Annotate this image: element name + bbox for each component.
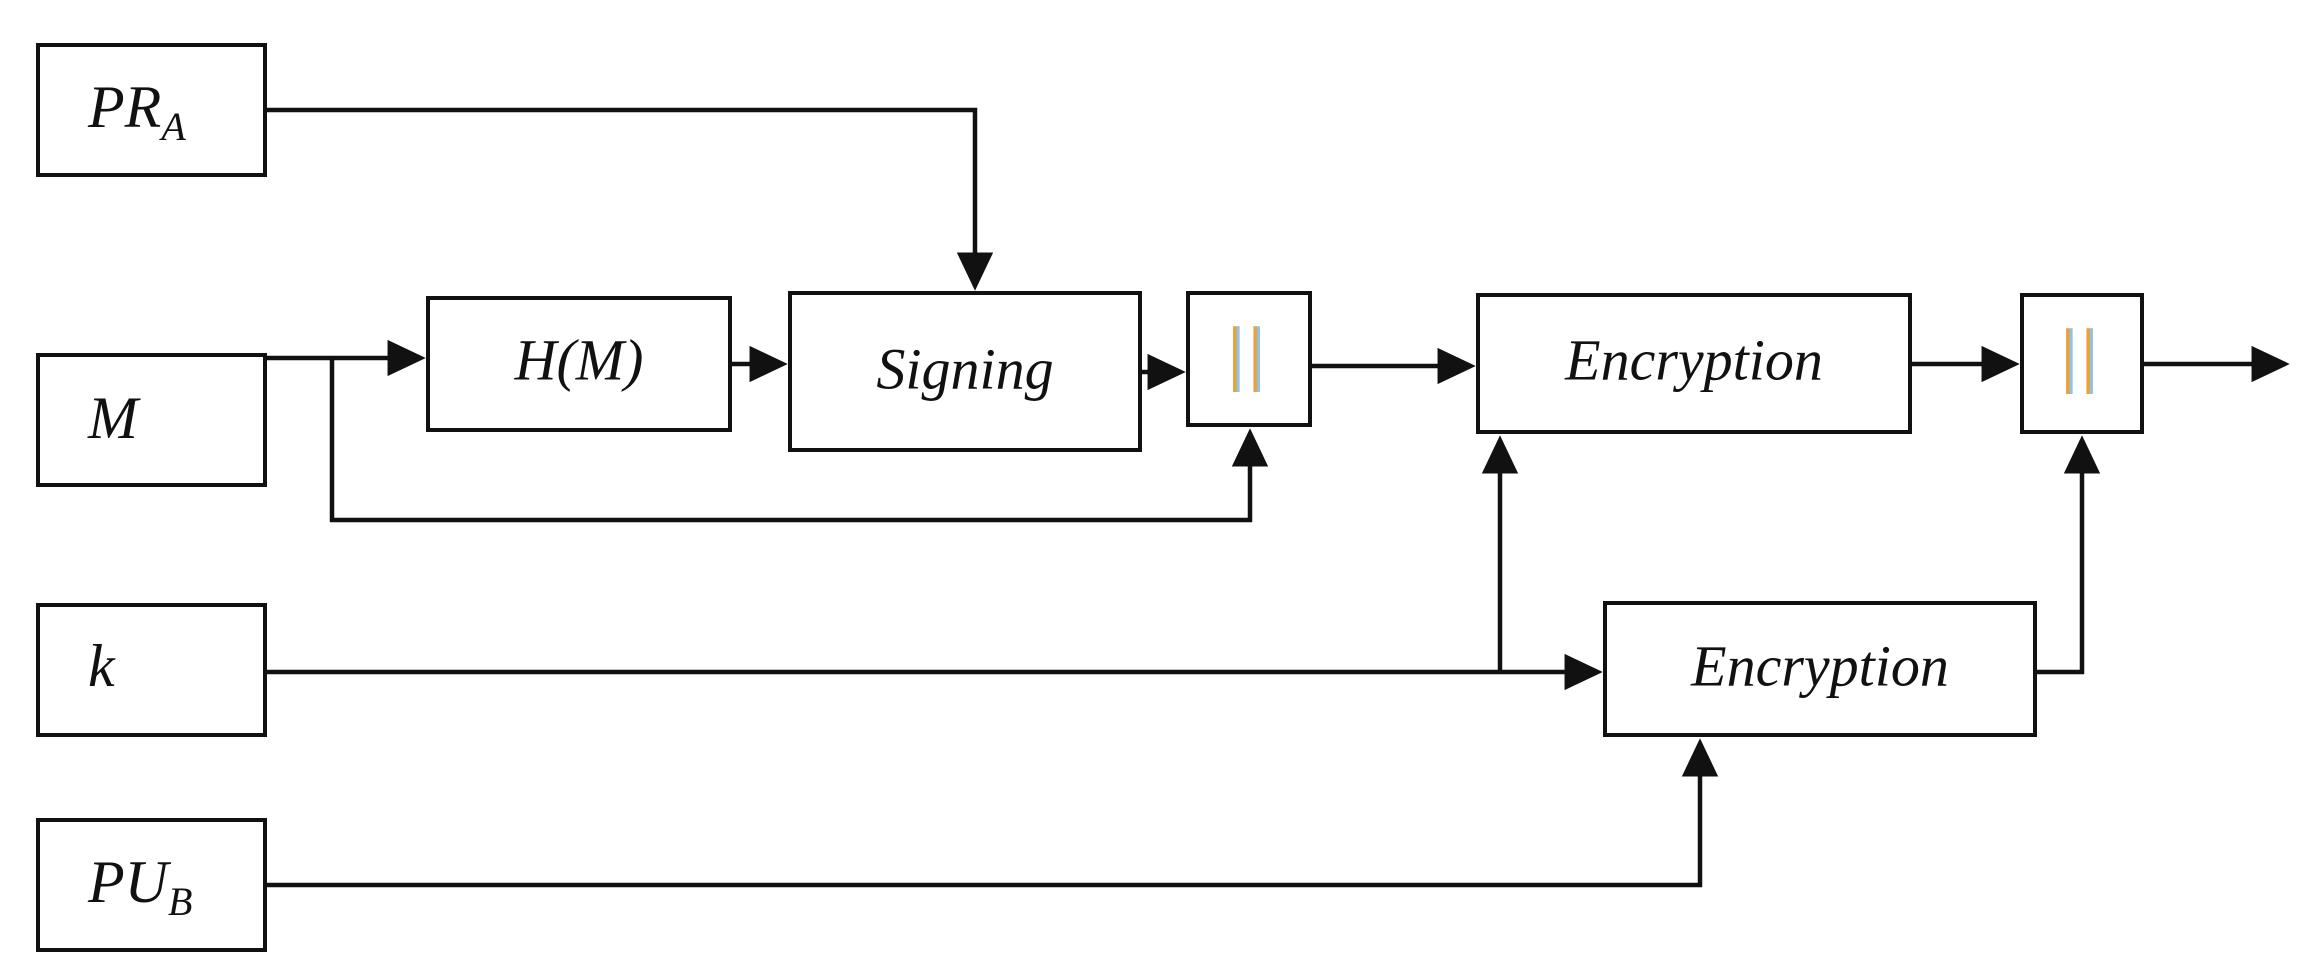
svg-text:PUB: PUB [87,849,192,924]
input-box-public-key-b[interactable]: PUB [36,818,267,952]
input-box-session-key[interactable]: k [36,603,267,737]
input-box-private-key-a[interactable]: PRA [36,43,267,177]
signing-block[interactable]: Signing [788,291,1142,452]
input-subscript-pra: A [158,104,186,149]
signing-block-label: Signing [876,336,1053,401]
hash-block[interactable]: H(M) [426,296,732,432]
wire-encrypt2-to-concat2 [2035,435,2101,675]
hash-block-label: H(M) [514,327,644,392]
concat-2-label: || [2061,315,2102,395]
concatenate-block-2[interactable]: || || [2020,293,2144,434]
concat-1-label-back: || [1231,313,1272,393]
concatenate-block-1[interactable]: || || [1186,291,1312,427]
input-label-pra: PR [87,74,161,140]
input-box-message[interactable]: M [36,353,267,487]
input-label-pub: PU [87,849,172,915]
wire-m-to-concat1 [329,358,1269,523]
encryption-block-message[interactable]: Encryption [1476,293,1912,434]
encryption-block-key[interactable]: Encryption [1603,601,2037,737]
svg-text:k: k [88,633,116,699]
input-label-k: k [88,633,116,699]
concat-2-label-back: || [2064,315,2105,395]
encryption-block-key-label: Encryption [1690,633,1949,698]
svg-text:PRA: PRA [87,74,186,149]
input-label-m: M [87,385,141,451]
encryption-block-message-label: Encryption [1564,327,1823,392]
concat-1-label: || [1228,313,1269,393]
wire-pub-to-encrypt2 [265,738,1719,888]
wire-pra-to-signing [265,107,994,291]
input-subscript-pub: B [168,879,192,924]
svg-text:M: M [87,385,141,451]
